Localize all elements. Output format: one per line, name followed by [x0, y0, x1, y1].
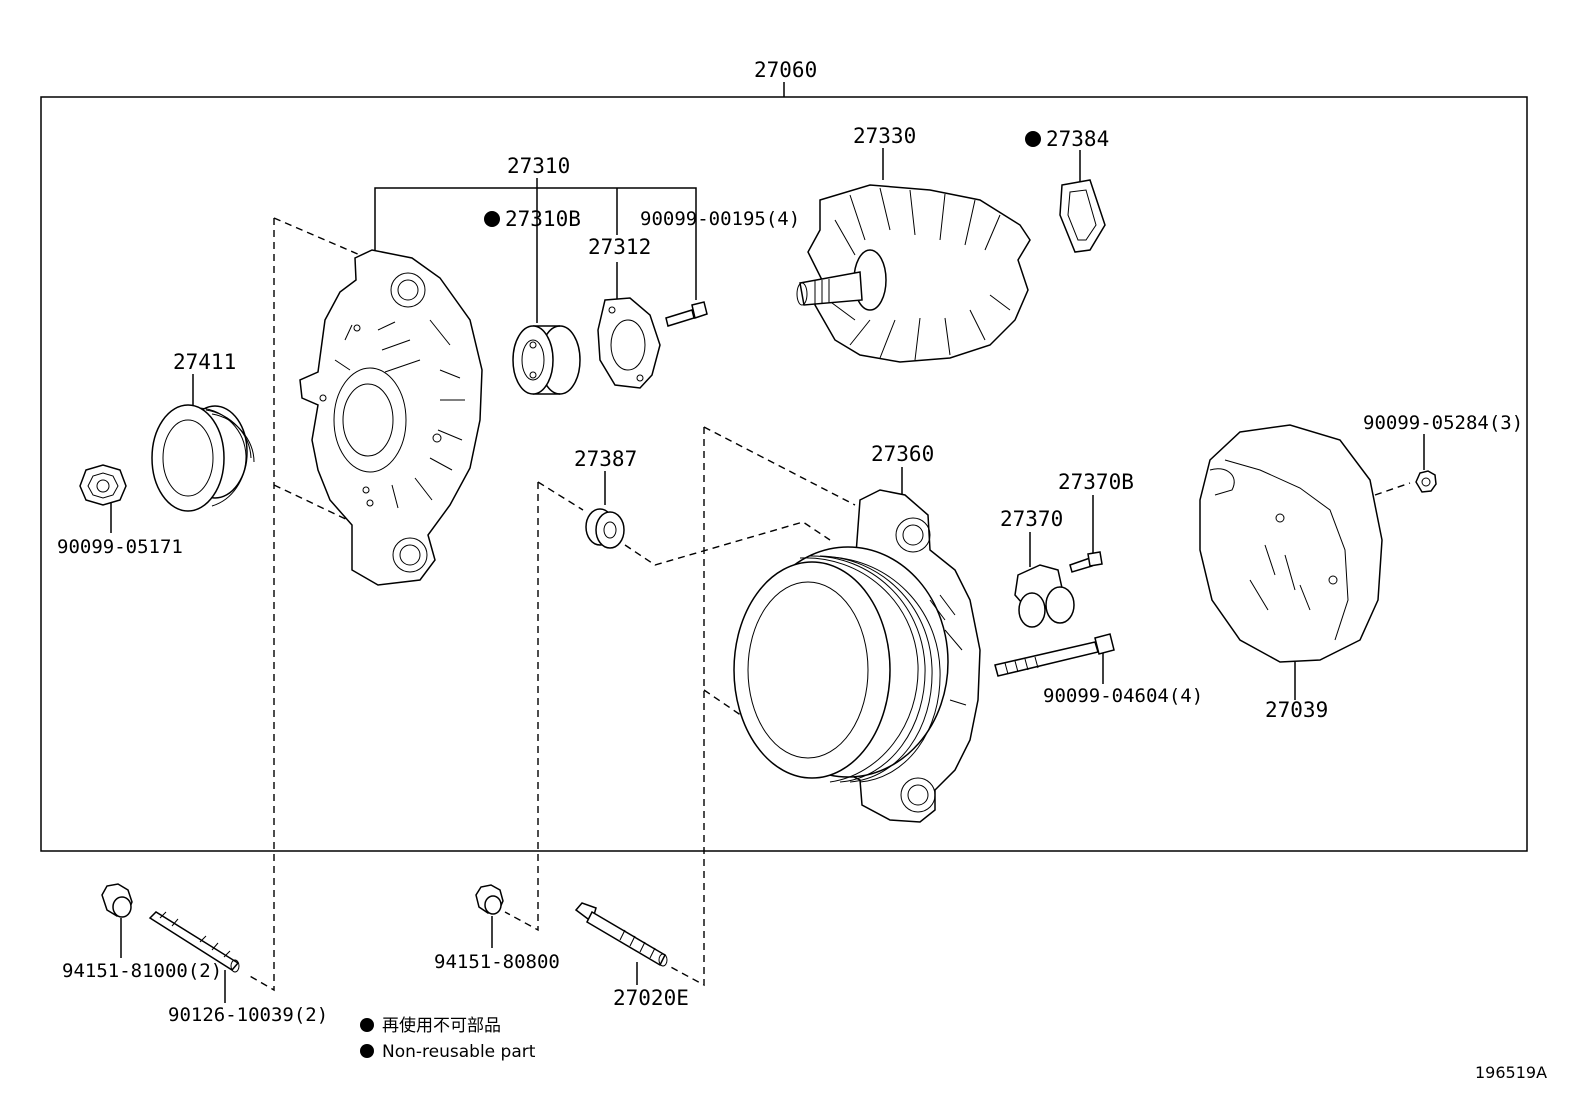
nut-94151-81000 [101, 883, 133, 918]
pulley-27411 [151, 404, 255, 512]
legend-ja-text: 再使用不可部品 [382, 1016, 501, 1036]
label-27312: 27312 [588, 235, 652, 259]
screw-27370b [1069, 551, 1103, 573]
label-27384: 27384 [1046, 127, 1110, 151]
rear-cover-27039 [1199, 424, 1383, 663]
label-94151-81000: 94151-81000(2) [62, 960, 223, 982]
label-27384-group: 27384 [1025, 129, 1109, 150]
label-27387: 27387 [574, 447, 638, 471]
non-reusable-dot-icon [360, 1044, 374, 1058]
nut-90099-05284 [1415, 470, 1437, 493]
label-assembly-27060: 27060 [754, 58, 818, 82]
legend-row-ja: 再使用不可部品 [360, 1018, 501, 1035]
bracket-27310-leaders [374, 178, 697, 323]
label-27370: 27370 [1000, 507, 1064, 531]
label-90099-04604: 90099-04604(4) [1043, 685, 1204, 707]
nut-94151-80800 [475, 884, 504, 915]
assembly-frame [40, 82, 1528, 852]
label-27020e: 27020E [613, 986, 689, 1010]
label-90126-10039: 90126-10039(2) [168, 1004, 329, 1026]
label-27411: 27411 [173, 350, 237, 374]
label-27360: 27360 [871, 442, 935, 466]
label-27310b: 27310B [505, 207, 581, 231]
label-27310b-group: 27310B [484, 209, 581, 230]
label-94151-80800: 94151-80800 [434, 951, 560, 973]
non-reusable-dot-icon [1025, 131, 1041, 147]
legend-en-text: Non-reusable part [382, 1042, 536, 1062]
legend-row-en: Non-reusable part [360, 1044, 535, 1061]
stud-90126-10039 [148, 911, 240, 973]
brush-holder-27370 [1014, 564, 1075, 628]
label-27039: 27039 [1265, 698, 1329, 722]
label-90099-05284: 90099-05284(3) [1363, 412, 1524, 434]
dashed-assembly-lines [247, 217, 1411, 992]
drive-end-frame-27310 [299, 249, 483, 586]
bolt-27020e [574, 902, 668, 967]
bolt-90099-04604 [994, 633, 1115, 677]
figure-code: 196519A [1475, 1063, 1548, 1082]
non-reusable-dot-icon [360, 1018, 374, 1032]
non-reusable-dot-icon [484, 211, 500, 227]
label-90099-00195: 90099-00195(4) [640, 208, 801, 230]
label-27330: 27330 [853, 124, 917, 148]
nut-90099-05171 [79, 464, 127, 506]
label-27370b: 27370B [1058, 470, 1134, 494]
screw-90099-00195 [665, 301, 708, 327]
cap-27387 [585, 508, 625, 549]
leader-lines [110, 148, 1425, 1003]
rotor-27330 [796, 184, 1031, 363]
bearing-27310b [512, 325, 581, 395]
ring-27384 [1059, 179, 1106, 253]
label-90099-05171: 90099-05171 [57, 536, 183, 558]
rectifier-end-frame-27360 [733, 489, 981, 823]
label-27310: 27310 [507, 154, 571, 178]
retainer-plate-27312 [597, 297, 661, 389]
